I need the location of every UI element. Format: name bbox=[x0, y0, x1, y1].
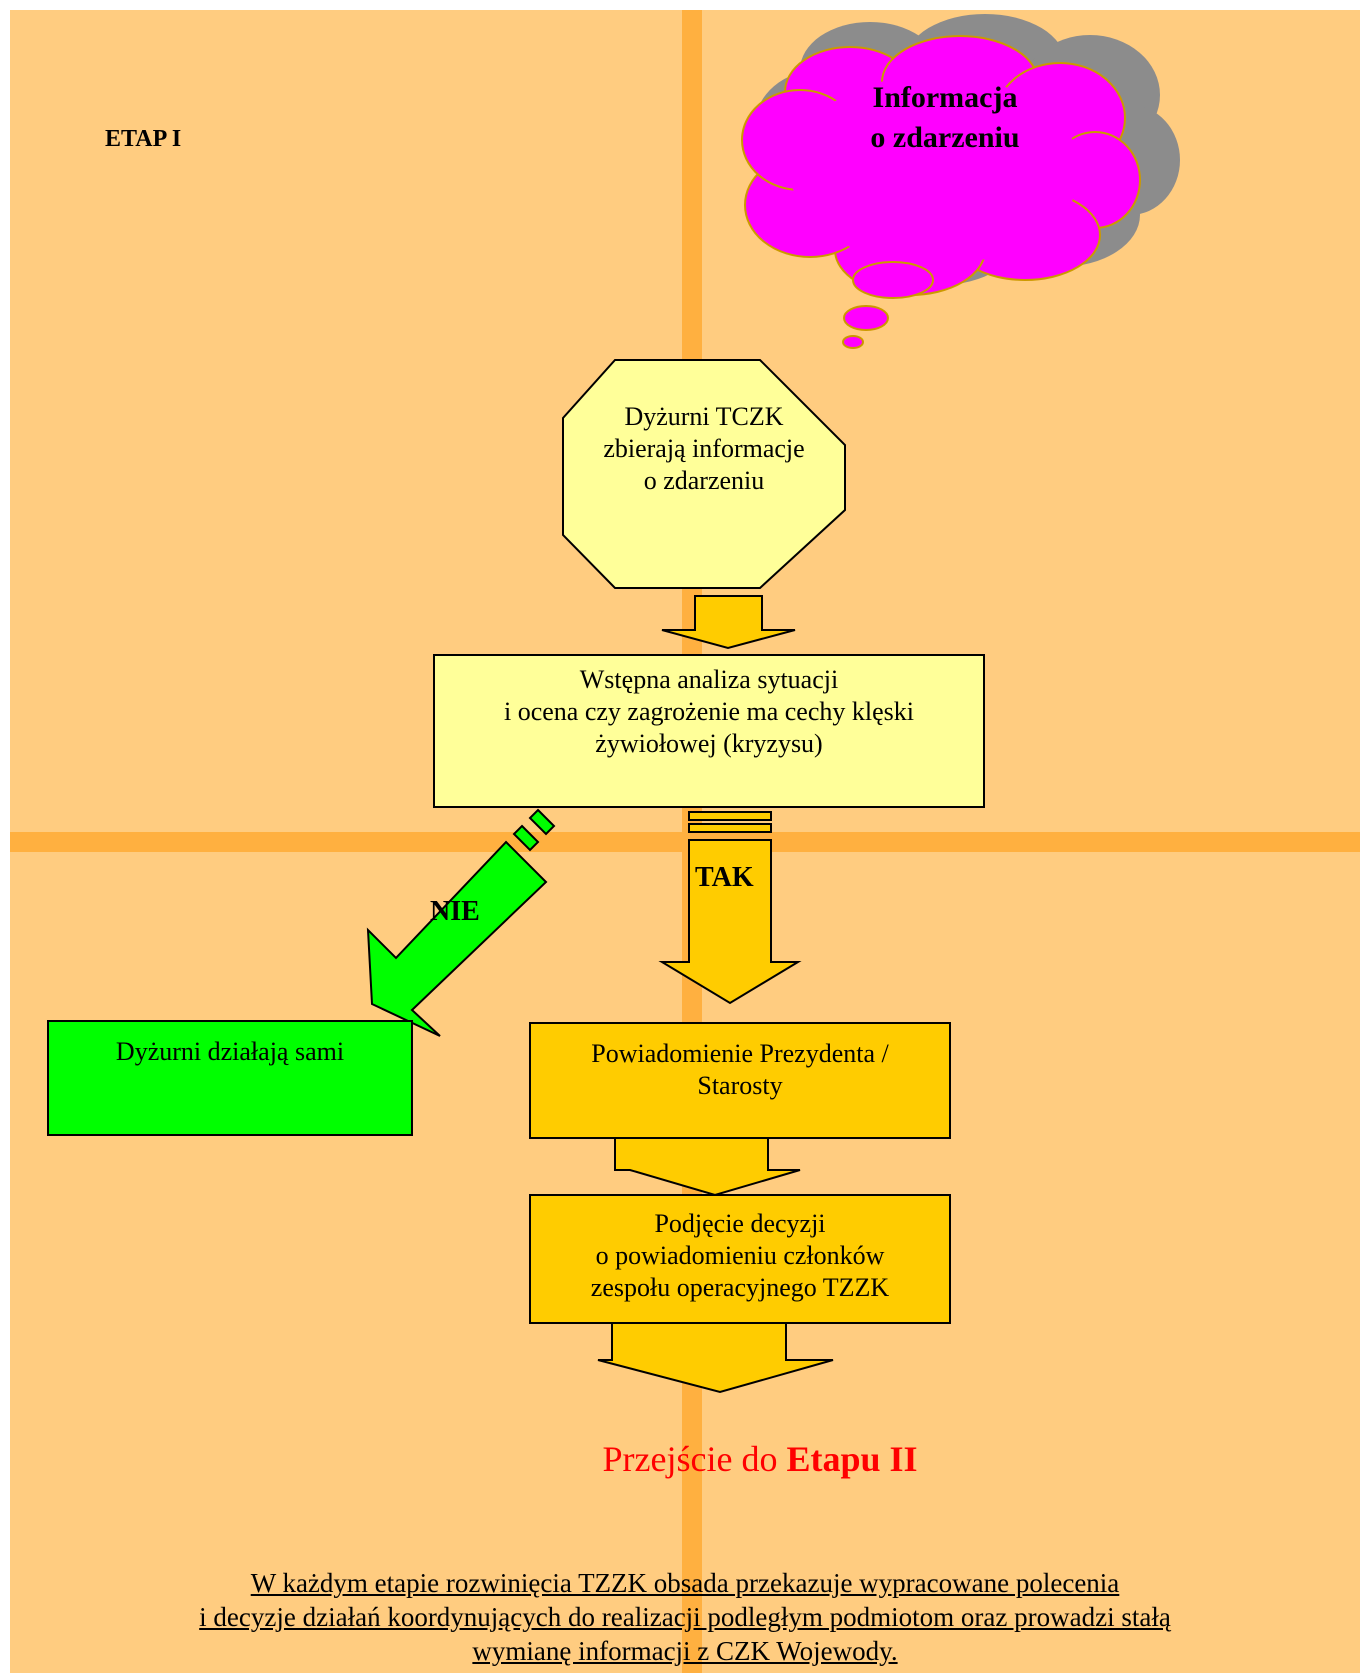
no-box bbox=[47, 1020, 413, 1136]
arrow-to-stage-two bbox=[597, 1322, 834, 1394]
analysis-line-3: żywiołowej (kryzysu) bbox=[595, 729, 823, 758]
analysis-box bbox=[433, 654, 985, 808]
notify-line-1: Powiadomienie Prezydenta / bbox=[591, 1039, 889, 1068]
decision-line-2: o powiadomieniu członków bbox=[595, 1241, 885, 1270]
yes-label: TAK bbox=[695, 862, 754, 893]
cloud-line-1: Informacja bbox=[872, 81, 1018, 114]
cloud-text: Informacja o zdarzeniu bbox=[820, 78, 1070, 158]
horizontal-band bbox=[10, 832, 1360, 852]
footnote-line-2: i decyzje działań koordynujących do real… bbox=[199, 1602, 1171, 1632]
no-box-text: Dyżurni działają sami bbox=[48, 1036, 412, 1068]
stage-label: ETAP I bbox=[105, 126, 182, 152]
cloud-bubbles bbox=[842, 261, 934, 349]
stage-transition: Przejście do Etapu II bbox=[560, 1438, 960, 1480]
arrow-to-decision bbox=[614, 1137, 801, 1197]
octagon-shape bbox=[562, 359, 846, 589]
octagon-line-1: Dyżurni TCZK bbox=[624, 402, 784, 431]
footnote: W każdym etapie rozwinięcia TZZK obsada … bbox=[110, 1566, 1260, 1668]
arrow-to-analysis bbox=[661, 595, 796, 650]
no-box-line: Dyżurni działają sami bbox=[115, 1037, 345, 1066]
analysis-text: Wstępna analiza sytuacji i ocena czy zag… bbox=[434, 664, 984, 760]
octagon-line-3: o zdarzeniu bbox=[643, 466, 765, 495]
octagon-text: Dyżurni TCZK zbierają informacje o zdarz… bbox=[563, 401, 845, 497]
cloud-fill bbox=[790, 75, 1080, 265]
footnote-line-3: wymianę informacji z CZK Wojewody. bbox=[472, 1636, 898, 1666]
cloud-line-2: o zdarzeniu bbox=[870, 121, 1020, 154]
no-label: NIE bbox=[430, 896, 480, 927]
decision-line-3: zespołu operacyjnego TZZK bbox=[590, 1273, 890, 1302]
decision-line-1: Podjęcie decyzji bbox=[654, 1209, 826, 1238]
notify-box bbox=[529, 1022, 951, 1139]
yes-arrow bbox=[658, 811, 802, 1005]
decision-text: Podjęcie decyzji o powiadomieniu członkó… bbox=[530, 1208, 950, 1304]
footnote-line-1: W każdym etapie rozwinięcia TZZK obsada … bbox=[250, 1568, 1120, 1598]
notify-text: Powiadomienie Prezydenta / Starosty bbox=[530, 1038, 950, 1102]
analysis-line-1: Wstępna analiza sytuacji bbox=[579, 665, 839, 694]
transition-stage: Etapu II bbox=[786, 1439, 918, 1479]
decision-box bbox=[529, 1194, 951, 1324]
transition-prefix: Przejście do bbox=[602, 1439, 787, 1479]
octagon-line-2: zbierają informacje bbox=[603, 434, 805, 463]
analysis-line-2: i ocena czy zagrożenie ma cechy klęski bbox=[504, 697, 914, 726]
notify-line-2: Starosty bbox=[697, 1071, 783, 1100]
